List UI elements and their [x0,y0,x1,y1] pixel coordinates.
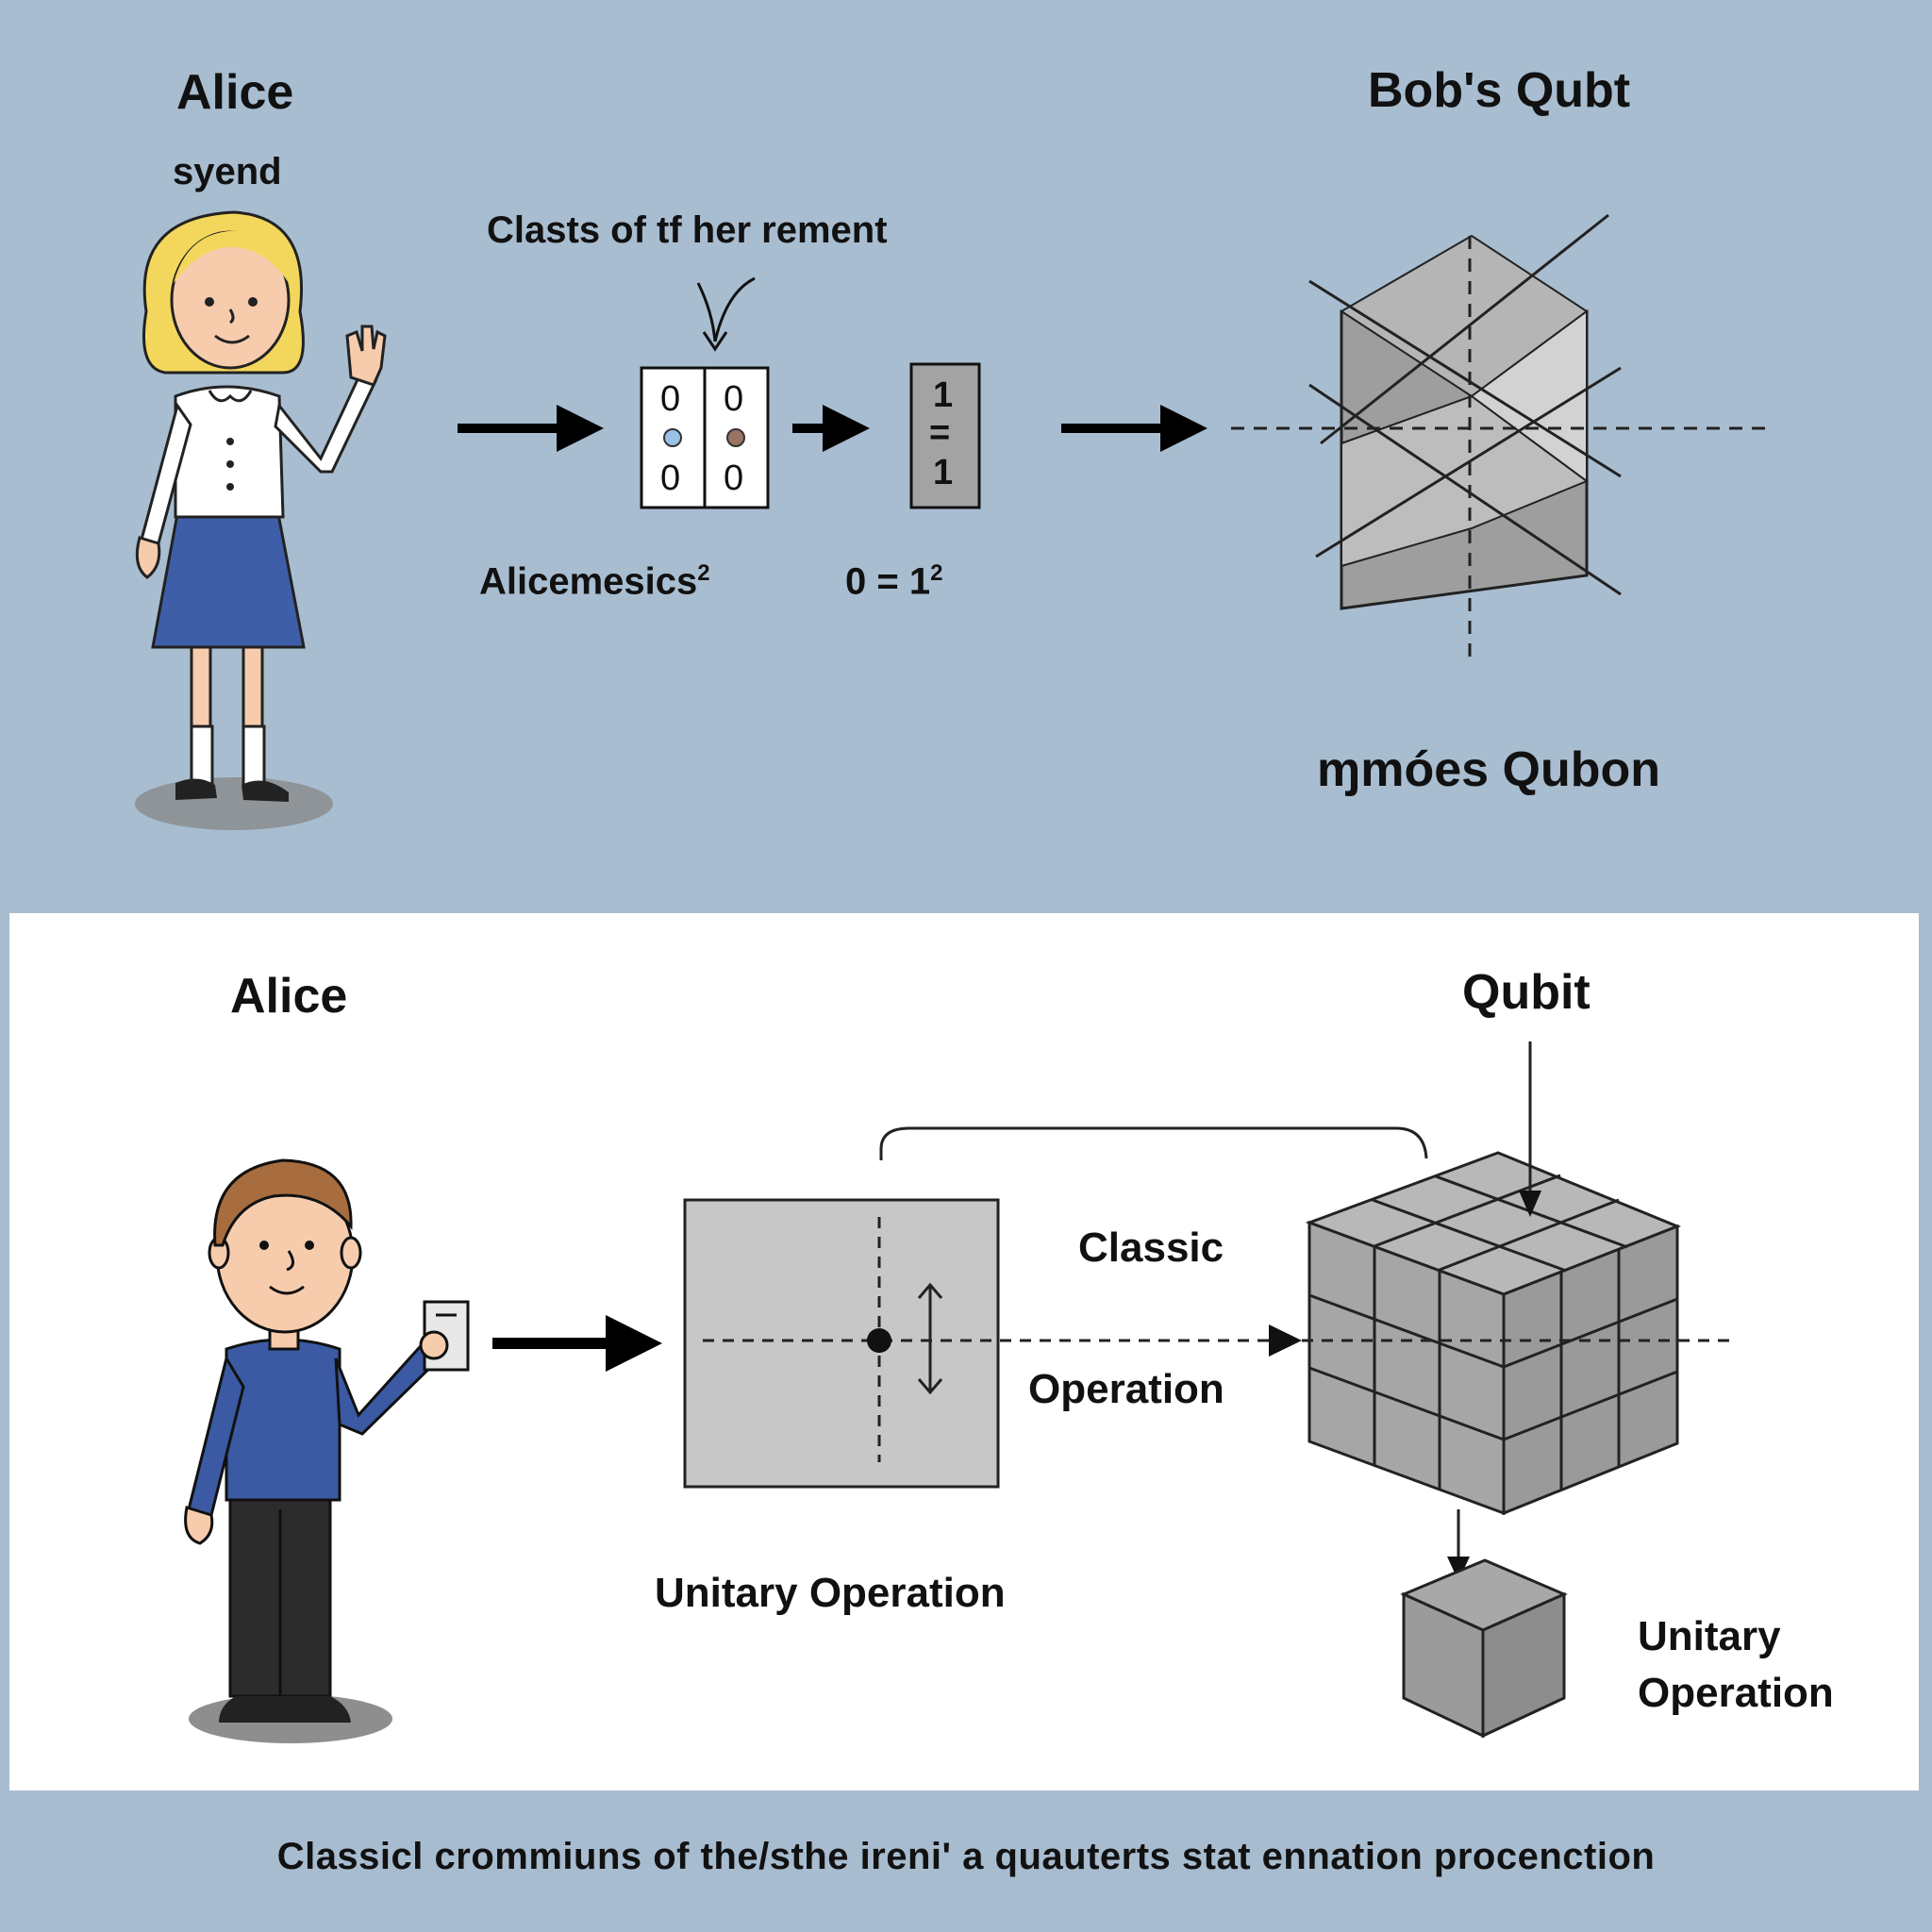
bottom-qubit-title: Qubit [1462,965,1591,1020]
measurement-caption: Clasts of tf her rement [487,209,888,251]
qubit-cube [1302,1151,1738,1516]
top-alice-subtitle: syend [173,151,282,192]
below-matrix-label: Alicemesics2 [479,560,710,603]
below-result-label: 0 = 12 [845,560,943,603]
result-box [909,362,981,509]
cube-caption-line2: Operation [1638,1670,1834,1716]
qubit-planes-graphic [1231,213,1774,660]
caption-arrow [696,276,756,342]
qubit-caption: ɱmóes Qubon [1317,742,1661,797]
footer-band [0,1790,1932,1932]
bottom-alice-title: Alice [230,969,348,1024]
unitary-square [683,1198,1302,1489]
bobs-qubit-title: Bob's Qubt [1368,63,1631,118]
result-cell-1: = [929,413,951,453]
classic-label: Classic [1078,1224,1224,1271]
measurement-matrix [640,366,770,509]
girl-figure [135,210,387,830]
cube-caption-line1: Unitary [1638,1613,1781,1659]
matrix-cell-0: 0 [660,379,681,419]
footer-caption: Classicl crommiuns of the/sthe ireni' a … [276,1836,1656,1877]
square-caption: Unitary Operation [655,1570,1006,1616]
bracket-connector [879,1126,1428,1160]
small-cube [1400,1558,1568,1739]
matrix-cell-3: 0 [724,458,744,498]
matrix-cell-1: 0 [724,379,744,419]
result-cell-0: 1 [933,375,954,415]
boy-figure [184,1158,470,1743]
matrix-cell-2: 0 [660,458,681,498]
top-alice-title: Alice [176,65,294,120]
operation-label: Operation [1028,1366,1224,1412]
result-cell-2: 1 [933,453,954,492]
